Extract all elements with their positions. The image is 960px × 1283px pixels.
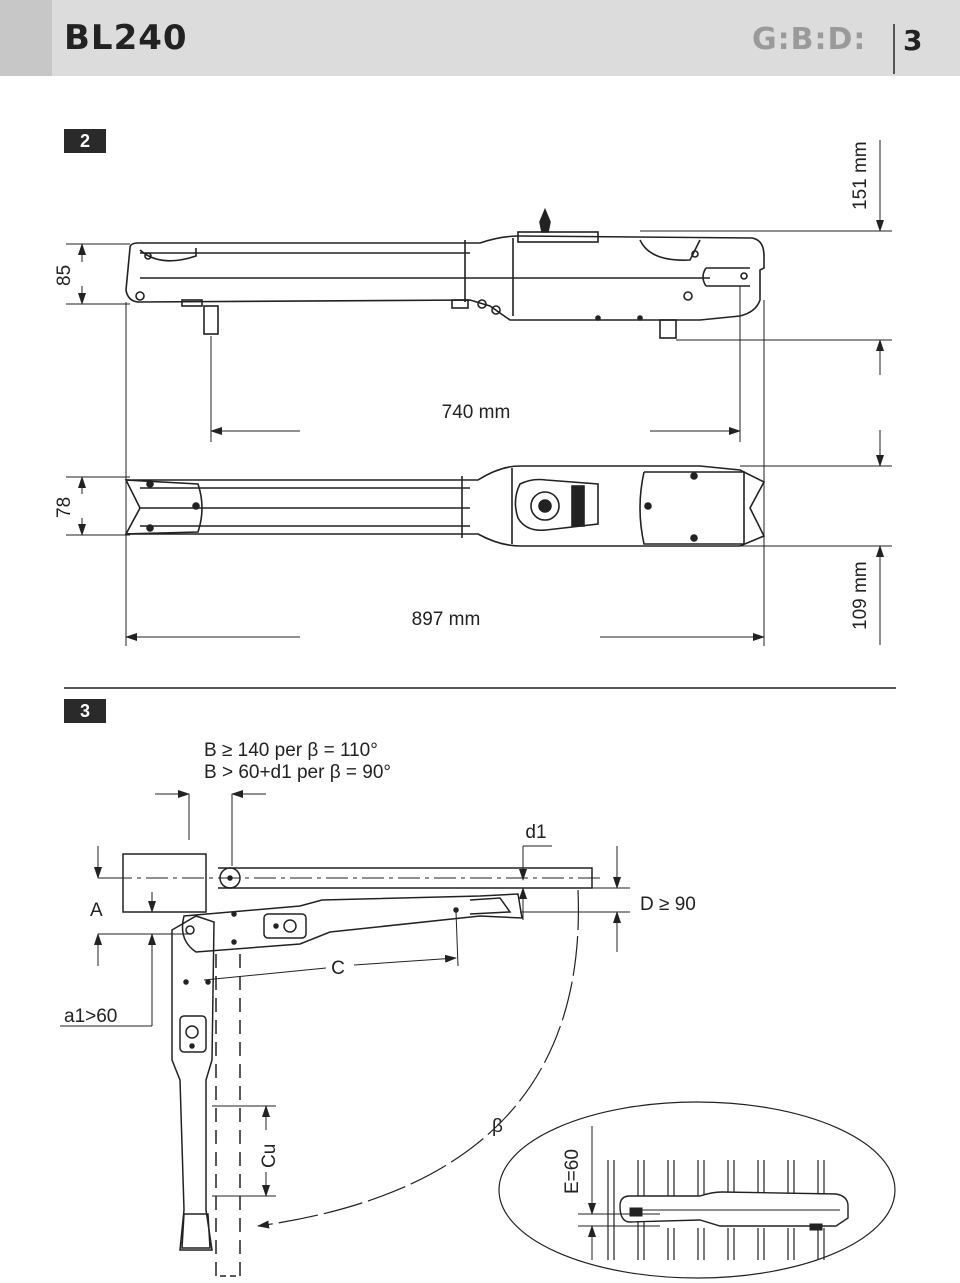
label-E: E=60: [562, 1149, 583, 1194]
figure-3-drawing: [110, 853, 600, 1283]
dim-897mm: 897 mm: [412, 609, 481, 630]
fence-bars: [607, 1160, 825, 1260]
operator-mini: [619, 1191, 849, 1227]
page-number: 3: [903, 24, 923, 57]
pillar-block: [122, 853, 207, 913]
figure-2-label: 2: [64, 129, 106, 153]
label-C: C: [331, 958, 345, 979]
operator-side-view: [125, 207, 765, 339]
label-d1: d1: [525, 822, 546, 843]
swing-arc: [257, 889, 580, 1229]
label-beta: β: [492, 1116, 503, 1137]
detail-inset: [498, 1101, 896, 1279]
operator-top-view: [124, 465, 766, 547]
operator-arm-open: [171, 915, 215, 1251]
header-left-block: [0, 0, 52, 76]
note-line-1: B ≥ 140 per β = 110°: [204, 740, 378, 761]
label-A: A: [90, 900, 103, 921]
note-line-2: B > 60+d1 per β = 90°: [204, 762, 392, 783]
header-separator: [893, 24, 895, 74]
label-a1: a1>60: [64, 1006, 117, 1027]
label-D: D ≥ 90: [640, 894, 696, 915]
label-Cu: Cu: [259, 1144, 280, 1168]
figure-2-dimensions: [66, 140, 892, 646]
page-header: BL240 G:B:D: 3: [0, 0, 960, 76]
dim-78: 78: [54, 497, 75, 518]
figure-3-dimensions: [60, 790, 630, 1197]
dim-85: 85: [54, 265, 75, 286]
dim-740mm: 740 mm: [442, 402, 511, 423]
figure-2-drawing: [124, 207, 766, 547]
brand-logo: G:B:D:: [752, 22, 867, 57]
operator-arm-closed: [181, 893, 523, 953]
dim-109mm: 109 mm: [850, 561, 871, 630]
gate-leaf: [110, 867, 600, 889]
product-title: BL240: [64, 18, 188, 58]
dim-151mm: 151 mm: [850, 141, 871, 210]
figure-3-label: 3: [64, 699, 106, 723]
